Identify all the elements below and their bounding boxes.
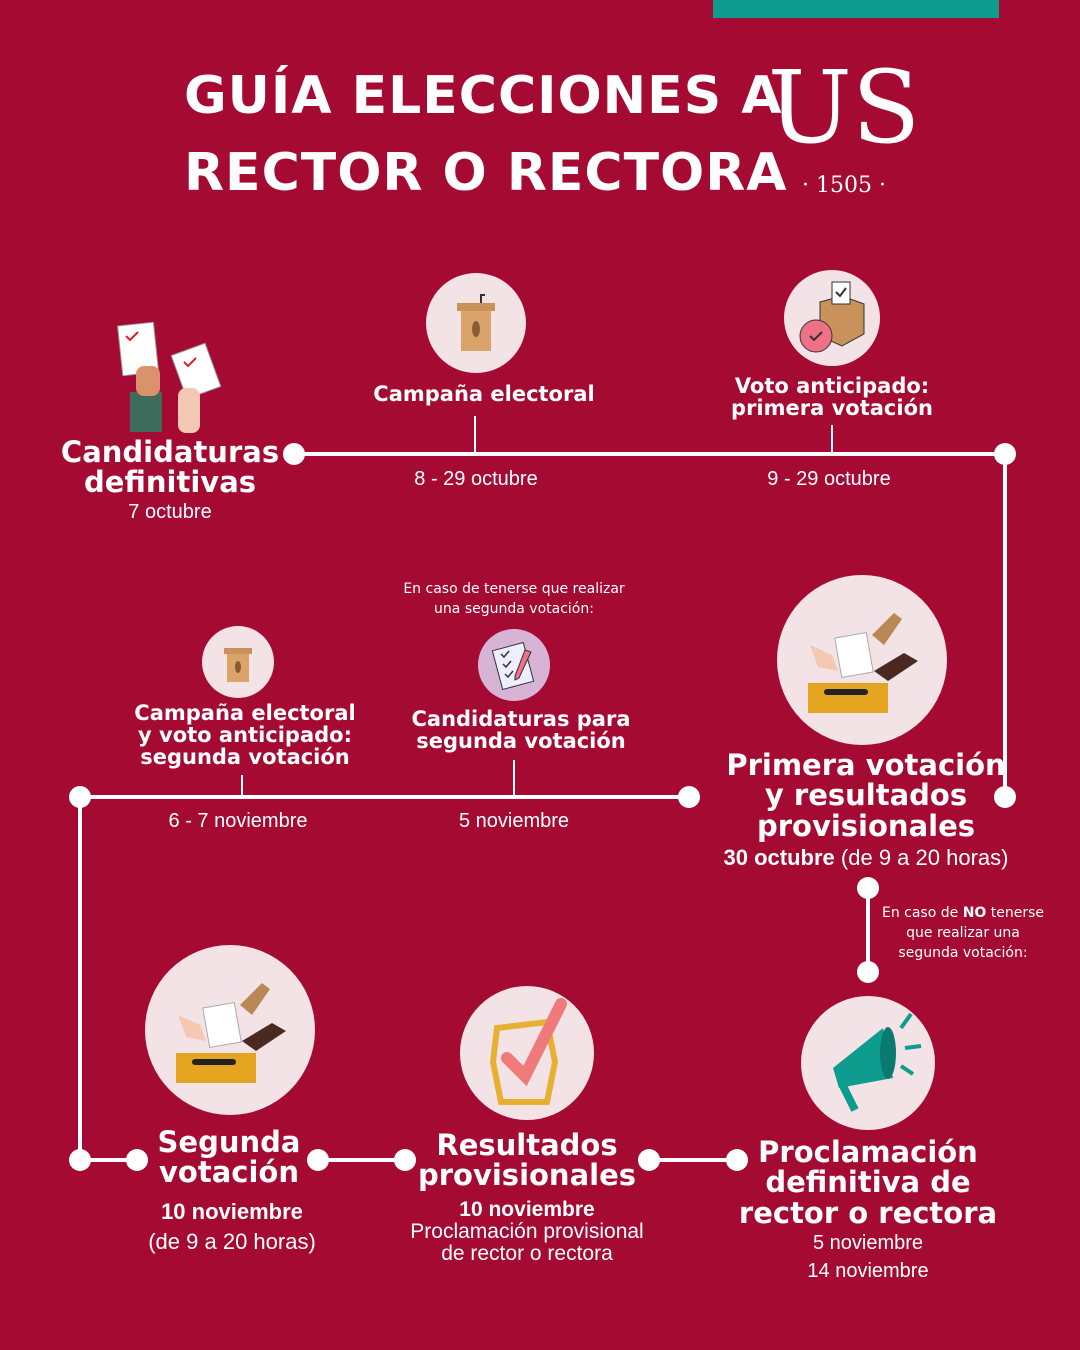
timeline [241, 775, 243, 797]
timeline [80, 795, 689, 799]
title-line: definitiva de [765, 1165, 971, 1200]
title-line: Segunda [157, 1125, 301, 1159]
title-line: Proclamación [758, 1135, 978, 1169]
logo-year: · 1505 · [802, 173, 886, 198]
no-second-vote-note: En caso de NO tenerse que realizar una seg… [882, 903, 1044, 963]
timeline-dot [857, 961, 879, 983]
date-bold: 10 noviembre [161, 1199, 303, 1224]
step-date: 8 - 29 octubre [414, 468, 538, 490]
title-line: primera votación [731, 396, 933, 421]
title-line: Campaña electoral [134, 701, 356, 725]
date-bold: 10 noviembre [459, 1198, 595, 1221]
step-date: 30 octubre (de 9 a 20 horas) [724, 846, 1009, 869]
timeline-dot [994, 443, 1016, 465]
date-rest: (de 9 a 20 horas) [148, 1229, 316, 1254]
timeline [78, 797, 82, 1160]
timeline [474, 416, 476, 454]
timeline-dot [69, 1149, 91, 1171]
step-date: 7 octubre [128, 501, 212, 523]
second-vote-note: En caso de tenerse que realizar una segun… [403, 579, 624, 619]
megaphone-icon [801, 996, 935, 1130]
date-line: 14 noviembre [807, 1260, 929, 1282]
timeline-dot [638, 1149, 660, 1171]
step-date: 9 - 29 octubre [767, 468, 891, 490]
title-line: y voto anticipado: [138, 723, 352, 748]
title-line: provisionales [756, 808, 976, 843]
timeline [649, 1158, 737, 1162]
timeline-dot [994, 786, 1016, 808]
page-title: GUÍA ELECCIONES A RECTOR O RECTORA [184, 58, 788, 212]
checkmark-icon [460, 986, 594, 1120]
title-line: definitivas [83, 465, 257, 500]
step-date: 10 noviembre (de 9 a 20 horas) [148, 1197, 316, 1257]
timeline-dot [857, 877, 879, 899]
title-line: provisionales [417, 1158, 637, 1193]
note-line: En caso de tenerse que realizar [403, 581, 625, 597]
title-line: segunda votación [140, 745, 350, 770]
timeline [80, 1158, 137, 1162]
voting-hands-icon [777, 575, 947, 745]
step-date: 5 noviembre 14 noviembre [807, 1229, 928, 1285]
note-line: una segunda votación: [434, 601, 594, 617]
note-line: segunda votación: [898, 945, 1028, 961]
voting-hands-icon [145, 945, 315, 1115]
note-line: que realizar una [906, 925, 1020, 941]
ballot-papers-icon [112, 318, 232, 437]
timeline [831, 425, 833, 454]
date-bold: 30 octubre [723, 845, 835, 870]
ballot-box-clock-icon [784, 270, 880, 366]
desc-line: de rector o rectora [441, 1242, 613, 1265]
podium-icon [426, 273, 526, 373]
title-line: GUÍA ELECCIONES A [184, 66, 783, 126]
timeline [294, 452, 1005, 456]
step-title: Campaña electoral [373, 382, 595, 406]
podium-icon [202, 626, 274, 698]
timeline [1003, 454, 1007, 797]
timeline-dot [678, 786, 700, 808]
timeline [866, 888, 870, 972]
title-line: y resultados [764, 778, 968, 813]
timeline [513, 760, 515, 797]
title-line: Voto anticipado: [734, 374, 930, 398]
logo: US [767, 49, 921, 166]
timeline [318, 1158, 405, 1162]
timeline-dot [394, 1149, 416, 1171]
title-line: RECTOR O RECTORA [184, 143, 788, 203]
title-line: votación [159, 1155, 299, 1190]
title-line: segunda votación [416, 729, 626, 754]
timeline-dot [283, 443, 305, 465]
note-text: tenerse [986, 905, 1045, 921]
title-line: Candidaturas para [411, 707, 631, 731]
note-text: En caso de [881, 905, 963, 921]
step-date: 6 - 7 noviembre [168, 810, 308, 832]
timeline-dot [126, 1149, 148, 1171]
step-title: Voto anticipado:primera votación [731, 375, 933, 419]
title-line: rector o rectora [738, 1195, 998, 1230]
title-line: Candidaturas [60, 435, 280, 469]
date-rest: (de 9 a 20 horas) [834, 845, 1009, 870]
date-line: 5 noviembre [812, 1232, 924, 1254]
desc-line: Proclamación provisional [410, 1220, 644, 1243]
timeline-dot [69, 786, 91, 808]
accent-bar [713, 0, 999, 18]
timeline-dot [307, 1149, 329, 1171]
step-date: 5 noviembre [458, 810, 570, 832]
note-bold: NO [962, 905, 987, 921]
timeline-dot [726, 1149, 748, 1171]
title-line: Resultados [436, 1128, 618, 1162]
title-line: Primera votación [726, 748, 1006, 782]
checklist-icon [478, 629, 550, 701]
